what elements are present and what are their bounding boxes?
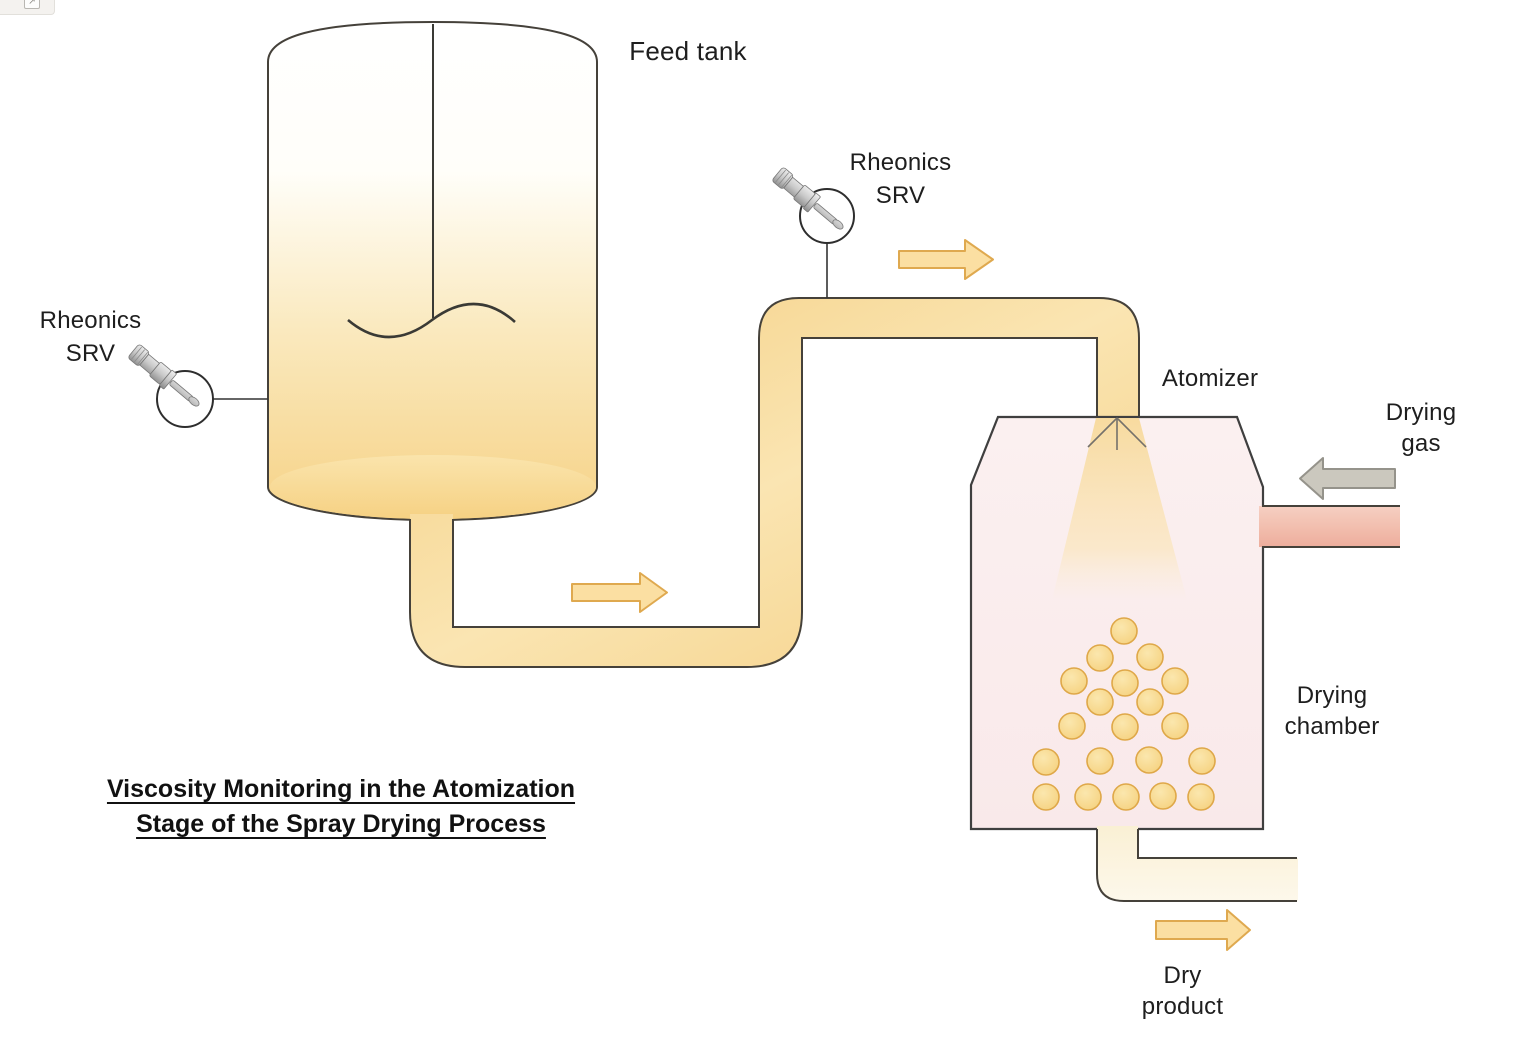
feed-tank [267,20,598,521]
drying-gas-label: Drying gas [1385,399,1457,457]
drying-gas-pipe [1259,505,1400,548]
flow-arrow-right-icon [898,239,994,280]
atomizer-nozzle-icon [1087,417,1147,450]
flow-arrow-right-icon [1155,909,1251,951]
flow-arrow-right-icon [571,572,668,613]
feed-pipe-edge [452,297,1140,628]
sensor-top-label: Rheonics SRV [849,149,952,209]
feed-pipe [409,297,1140,668]
gas-arrow-left-icon [1299,457,1396,500]
spray-cone [1052,418,1187,600]
viewer-toolbar: ↗ [0,0,55,15]
feed-tank-label: Feed tank [629,36,747,66]
diagram-title-text: Viscosity Monitoring in the Atomization … [106,775,576,838]
drying-chamber-label: Drying chamber [1284,682,1380,740]
flow-arrows [571,239,1396,951]
sensor-left-label: Rheonics SRV [39,307,142,367]
drying-chamber [969,415,1265,831]
atomizer-label: Atomizer [1161,365,1259,392]
sensor-left [126,342,268,428]
feed-pipe-edge [409,337,1098,668]
feed-tank-bottom-cap [270,455,596,519]
dry-product-pipe [1096,826,1298,902]
agitator-icon [347,24,516,339]
diagram-title: Viscosity Monitoring in the Atomization … [36,772,646,842]
sensor-top [770,165,855,298]
open-in-new-icon[interactable]: ↗ [24,0,40,9]
feed-pipe-fill [410,298,1139,667]
dry-product-label: Dry product [1141,962,1224,1020]
dry-particles [1032,617,1216,811]
